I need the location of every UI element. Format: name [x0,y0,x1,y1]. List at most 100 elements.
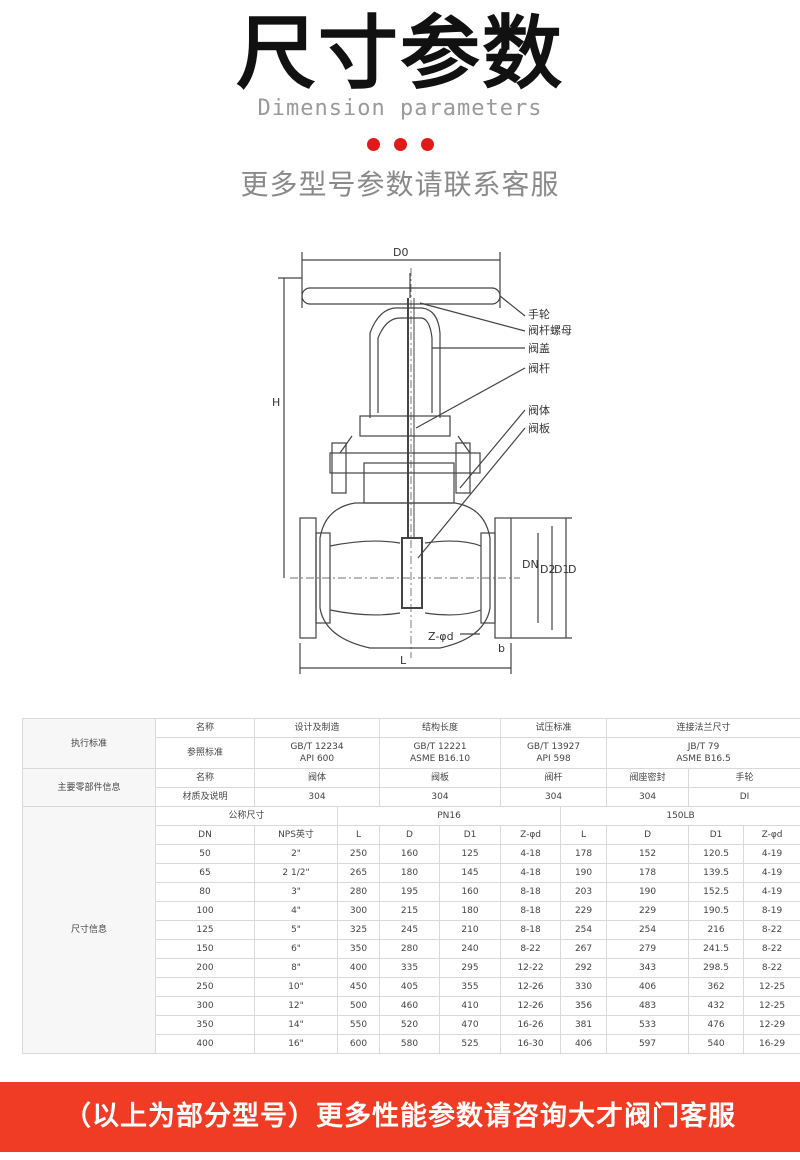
valve-drawing: D0 H 手轮 阀杆螺母 阀盖 阀杆 阀体 阀板 DN D2 D1 D Z-φd… [260,238,600,678]
red-dot-icon [393,138,407,151]
header-cell: D1 [439,825,502,845]
table-cell: 200 [155,958,255,978]
table-cell: 355 [439,977,502,997]
nominal-size-header: 公称尺寸 [155,806,338,826]
table-cell: 16-29 [743,1034,800,1054]
exec-standard-label: 执行标准 [22,718,156,769]
dimension-header-row: DN NPS英寸 L D D1 Z-φd L D D1 Z-φd [23,825,800,845]
z-phi-d-label: Z-φd [428,630,454,643]
table-cell: 500 [336,996,381,1016]
table-cell: 350 [336,939,381,959]
table-cell: 12-29 [743,1015,800,1035]
table-cell: 180 [439,901,502,921]
disc-label: 阀板 [528,421,550,435]
table-cell: 381 [560,1015,608,1035]
table-cell: 330 [560,977,608,997]
table-cell: 178 [560,844,608,864]
table-cell: 483 [606,996,690,1016]
table-cell: 280 [336,882,381,902]
table-cell: 3" [254,882,338,902]
wheel-material: DI [688,787,800,807]
table-cell: 12-25 [743,977,800,997]
table-cell: 16-26 [500,1015,562,1035]
header-cell: L [560,825,608,845]
d1-label: D1 [554,563,569,576]
table-cell: 229 [606,901,690,921]
table-cell: 362 [688,977,745,997]
stem-nut-label: 阀杆螺母 [528,323,572,337]
table-cell: 152 [606,844,690,864]
table-cell: 4" [254,901,338,921]
table-cell: 279 [606,939,690,959]
lb150-header: 150LB [560,806,800,826]
table-cell: 190 [560,863,608,883]
col-flange: 连接法兰尺寸 [606,718,800,738]
stem-material: 304 [500,787,608,807]
table-cell: 4-19 [743,844,800,864]
table-cell: 406 [560,1034,608,1054]
table-cell: 125 [439,844,502,864]
d-label: D [568,563,576,576]
b-label: b [498,642,505,655]
table-cell: 4-19 [743,863,800,883]
header-cell: D [379,825,441,845]
table-cell: 580 [379,1034,441,1054]
header-cell: D [606,825,690,845]
table-cell: 295 [439,958,502,978]
body-material: 304 [253,787,381,807]
header-cell: DN [155,825,255,845]
table-cell: 145 [439,863,502,883]
table-cell: 16-30 [500,1034,562,1054]
stem-label: 阀杆 [528,361,550,375]
table-cell: 215 [379,901,441,921]
table-cell: 460 [379,996,441,1016]
page-title: 尺寸参数 [236,7,564,100]
table-cell: 406 [606,977,690,997]
col-wheel: 手轮 [688,768,800,788]
h-label: H [272,396,280,409]
table-cell: 190.5 [688,901,745,921]
table-cell: 2 1/2" [254,863,338,883]
table-cell: 8-18 [500,882,562,902]
table-cell: 12-26 [500,996,562,1016]
page-subtitle: Dimension parameters [257,96,543,121]
table-cell: 520 [379,1015,441,1035]
table-cell: 12-22 [500,958,562,978]
col-seat: 阀座密封 [606,768,690,788]
handwheel-label: 手轮 [528,307,550,321]
table-cell: 8-22 [743,958,800,978]
table-cell: 50 [155,844,255,864]
col-name: 名称 [155,718,255,738]
table-cell: 8-22 [500,939,562,959]
table-cell: 4-19 [743,882,800,902]
table-cell: 280 [379,939,441,959]
table-cell: 14" [254,1015,338,1035]
table-cell: 533 [606,1015,690,1035]
table-cell: 298.5 [688,958,745,978]
body-label: 阀体 [528,403,550,417]
table-cell: 120.5 [688,844,745,864]
header-cell: Z-φd [500,825,562,845]
table-cell: 300 [155,996,255,1016]
table-cell: 600 [336,1034,381,1054]
dn-label: DN [522,558,539,571]
table-cell: 343 [606,958,690,978]
table-cell: 300 [336,901,381,921]
footer-banner: （以上为部分型号）更多性能参数请咨询大才阀门客服 [0,1082,800,1152]
table-cell: 267 [560,939,608,959]
header-cell: D1 [688,825,745,845]
pn16-header: PN16 [336,806,562,826]
l-label: L [400,654,407,667]
ref-standard-label: 参照标准 [155,737,255,769]
table-cell: 160 [439,882,502,902]
table-cell: 10" [254,977,338,997]
table-cell: 8-18 [500,920,562,940]
table-cell: 470 [439,1015,502,1035]
